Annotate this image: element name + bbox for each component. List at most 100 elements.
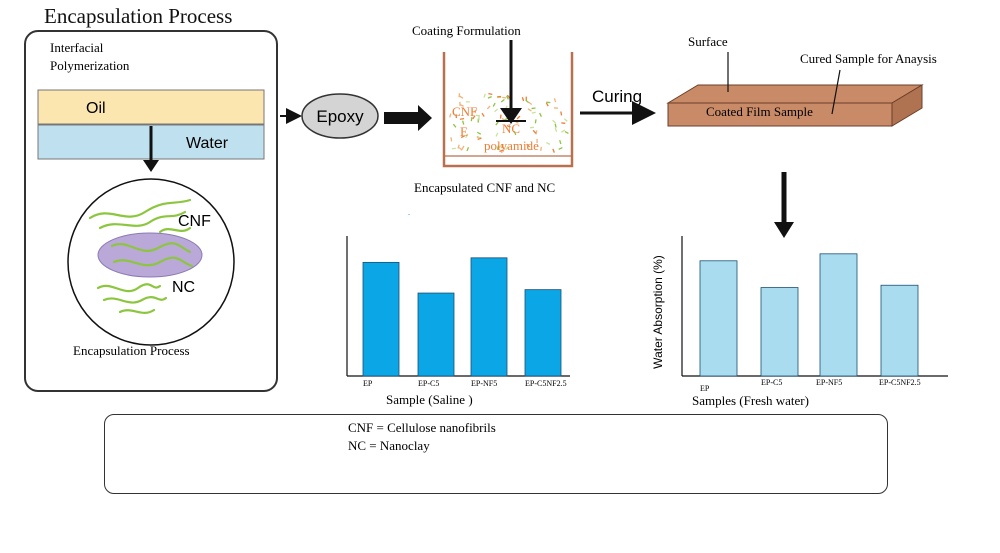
epoxy-label: Epoxy <box>316 107 364 126</box>
bar-ep <box>362 261 400 377</box>
bar-ep-c5 <box>417 292 455 377</box>
particle <box>532 129 537 134</box>
particle <box>495 121 499 126</box>
particle <box>496 145 500 150</box>
bar-ep-c5nf2-5 <box>524 289 562 377</box>
particle <box>465 134 469 139</box>
particle <box>525 99 530 104</box>
particle <box>486 105 491 110</box>
tick-label-ep-c5nf2-5: EP-C5NF2.5 <box>879 378 921 387</box>
bar-ep-nf5 <box>819 253 858 377</box>
particle <box>545 102 549 107</box>
particle <box>531 111 536 114</box>
particle <box>534 119 537 124</box>
particle <box>457 144 460 149</box>
legend-cnf: CNF = Cellulose nanofibrils <box>348 420 496 435</box>
particle <box>481 112 485 117</box>
epoxy-node <box>301 93 379 139</box>
tick-label-ep-c5nf2-5: EP-C5NF2.5 <box>525 379 567 388</box>
particle <box>459 95 464 99</box>
interfacial-line-2: Polymerization <box>50 58 130 73</box>
particle <box>521 96 525 102</box>
particle <box>476 131 482 135</box>
particle <box>540 146 542 151</box>
particle <box>539 112 543 117</box>
particle <box>516 115 521 120</box>
particle <box>494 108 499 113</box>
particle <box>450 137 453 142</box>
fiber-strands <box>88 198 194 314</box>
particle <box>487 96 492 99</box>
tick-label-ep-c5: EP-C5 <box>761 378 782 387</box>
curing-label: Curing <box>592 87 642 106</box>
particle <box>554 127 558 132</box>
particle <box>513 130 517 136</box>
beaker-cnf-text: CNF <box>452 104 477 119</box>
particle <box>552 119 556 124</box>
particle <box>459 118 465 120</box>
capsule-nucleus <box>97 232 203 278</box>
particle <box>527 108 532 112</box>
particle <box>499 149 504 153</box>
oil-layer <box>37 89 265 125</box>
particle <box>531 107 536 110</box>
particle <box>476 136 480 141</box>
particle <box>460 135 466 139</box>
encapsulation-caption: Encapsulation Process <box>73 343 190 358</box>
particle <box>500 98 505 103</box>
tick-label-ep: EP <box>700 384 710 393</box>
surface-label: Surface <box>688 34 728 49</box>
particle <box>499 114 502 119</box>
tick-label-ep-c5: EP-C5 <box>418 379 439 388</box>
coating-title: Coating Formulation <box>412 23 521 38</box>
bar-ep <box>699 260 738 377</box>
bar-ep-nf5 <box>470 257 508 377</box>
bar-ep-c5nf2-5 <box>880 284 919 377</box>
bar-ep-c5 <box>760 287 799 377</box>
encapsulated-caption: Encapsulated CNF and NC <box>414 180 555 195</box>
beaker-nc-text: NC <box>502 121 520 136</box>
particle <box>559 139 562 145</box>
beaker-e-text: E <box>460 124 468 139</box>
particle <box>466 146 470 152</box>
particle <box>461 145 465 150</box>
stray-dot: . <box>408 208 410 217</box>
encapsulation-panel <box>24 30 278 392</box>
particle <box>495 132 499 137</box>
particle <box>560 111 563 116</box>
particle <box>483 93 486 98</box>
tick-label-ep-nf5: EP-NF5 <box>816 378 842 387</box>
fresh-x-label: Samples (Fresh water) <box>692 393 809 408</box>
nc-label: NC <box>172 279 195 296</box>
cured-sample-label: Cured Sample for Anaysis <box>800 51 937 66</box>
particle <box>470 117 473 122</box>
beaker <box>442 52 574 168</box>
particle <box>553 98 557 103</box>
particle <box>564 130 569 134</box>
particle <box>502 96 507 99</box>
particle <box>506 125 511 128</box>
particle <box>506 95 509 100</box>
beaker-polyamide-text: polyamide <box>484 138 539 153</box>
particle <box>552 148 555 153</box>
stirrer-arrow-icon <box>496 40 526 124</box>
particle <box>506 94 511 99</box>
particle <box>449 113 452 118</box>
particle <box>459 104 464 107</box>
particle <box>558 147 563 150</box>
particle <box>488 93 493 96</box>
film-label: Coated Film Sample <box>706 104 813 119</box>
particle <box>535 130 538 135</box>
particle <box>505 146 509 151</box>
oil-label: Oil <box>86 100 106 117</box>
interfacial-line-1: Interfacial <box>50 40 104 55</box>
tick-label-ep: EP <box>363 379 373 388</box>
beaker-particles <box>449 93 569 153</box>
tick-label-ep-nf5: EP-NF5 <box>471 379 497 388</box>
particle <box>554 123 557 128</box>
particle <box>473 109 478 113</box>
particle <box>472 115 476 120</box>
cnf-label: CNF <box>178 213 211 230</box>
